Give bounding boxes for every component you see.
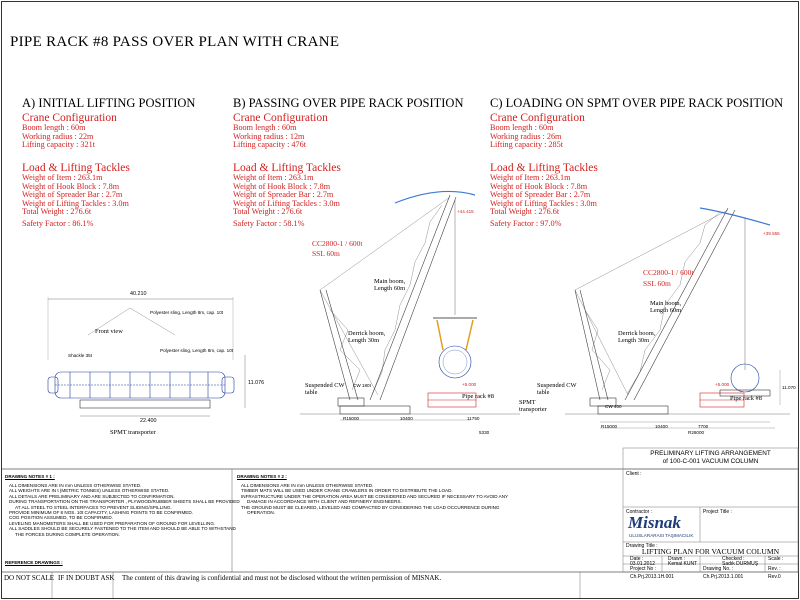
notes2-title: DRAWING NOTES # 2 : bbox=[237, 474, 287, 479]
notes2-list: ALL DIMENSIONS ARE IN mm UNLESS OTHERWIS… bbox=[241, 483, 509, 516]
section-a-load-title: Load & Lifting Tackles bbox=[22, 162, 130, 174]
cw-table-c: Suspended CW table bbox=[537, 382, 577, 396]
spmt-label-a: SPMT transporter bbox=[110, 429, 156, 436]
crane-model-c: CC2800-1 / 600t bbox=[643, 268, 694, 277]
drawn-value: Kemal KUNT bbox=[668, 561, 698, 567]
sling1-label: Polyester sling, Length 8m, cap. 10t bbox=[150, 310, 224, 315]
elev-rack-b: +5.000 bbox=[462, 382, 477, 387]
misnak-logo: Misnak bbox=[628, 513, 681, 532]
drawing-title-label: Drawing Title : bbox=[626, 543, 658, 549]
title-block-grid bbox=[622, 447, 799, 573]
ssl-b: SSL 60m bbox=[312, 249, 340, 258]
derrick-c: Derrick boom, Length 30m bbox=[618, 330, 656, 344]
checked-value: Sadık DURMUŞ bbox=[722, 561, 759, 567]
section-b-heading: B) PASSING OVER PIPE RACK POSITION bbox=[233, 96, 464, 110]
section-b-load-title: Load & Lifting Tackles bbox=[233, 162, 341, 174]
section-a-crane-title: Crane Configuration bbox=[22, 112, 117, 124]
contractor-label: Contractor : bbox=[626, 509, 653, 515]
front-view-label: Front view bbox=[95, 328, 123, 335]
dim-bottom-a: 22.400 bbox=[140, 418, 157, 424]
section-c-load-list: Weight of Item : 263.1m Weight of Hook B… bbox=[490, 173, 597, 217]
pipe-rack-c: Pipe rack #8 bbox=[730, 395, 762, 402]
r15000-b: R15000 bbox=[343, 416, 360, 421]
drawing-b-graphic bbox=[300, 190, 520, 421]
drawing-a-graphic bbox=[47, 297, 246, 417]
drawn-label: Drawn : bbox=[668, 556, 686, 562]
do-not-scale: DO NOT SCALE bbox=[4, 574, 55, 582]
cw-b: CW 180t bbox=[353, 383, 371, 388]
section-a-heading: A) INITIAL LIFTING POSITION bbox=[22, 96, 196, 110]
client-label: Client : bbox=[626, 471, 642, 477]
derrick-b: Derrick boom, Length 30m bbox=[348, 330, 386, 344]
misnak-logo-sub: ULUSLARARASI TAŞIMACILIK bbox=[629, 533, 694, 538]
spmt-b: SPMT transporter bbox=[519, 399, 547, 413]
section-b-load-list: Weight of Item : 263.1m Weight of Hook B… bbox=[233, 173, 340, 217]
project-title-label: Project Title : bbox=[703, 509, 732, 515]
section-b-crane-config: Boom length : 60m Working radius : 12m L… bbox=[233, 123, 306, 150]
shackle-label: Shackle 35t bbox=[68, 353, 93, 358]
drawing-c-graphic bbox=[565, 207, 790, 429]
section-a-load-list: Weight of Item : 263.1m Weight of Hook B… bbox=[22, 173, 129, 217]
elev-top-c: +39.555 bbox=[763, 231, 780, 236]
dim-side-a: 11.076 bbox=[248, 380, 265, 386]
dim-top-a: 40.210 bbox=[130, 291, 147, 297]
d11750-b: 11750 bbox=[467, 416, 480, 421]
notes1-list: ALL DIMENSIONS ARE IN mm UNLESS OTHERWIS… bbox=[9, 483, 240, 537]
section-a-safety: Safety Factor : 86.1% bbox=[22, 219, 94, 228]
rev-label: Rev. : bbox=[768, 566, 781, 572]
confidential-notice: The content of this drawing is confident… bbox=[122, 574, 442, 582]
crane-model-b: CC2800-1 / 600t bbox=[312, 239, 363, 248]
drawing-no-value: Ch.Prj.2013.1.001 bbox=[703, 574, 744, 580]
section-b-crane-title: Crane Configuration bbox=[233, 112, 328, 124]
sling2-label: Polyester sling, Length 8m, cap. 10t bbox=[160, 348, 234, 353]
r26000-c: R26000 bbox=[688, 430, 705, 435]
d11070-c: 11.070 bbox=[782, 385, 796, 390]
ssl-c: SSL 60m bbox=[643, 279, 671, 288]
section-c-load-title: Load & Lifting Tackles bbox=[490, 162, 598, 174]
section-a-crane-config: Boom length : 60m Working radius : 22m L… bbox=[22, 123, 95, 150]
project-no-label: Project No : bbox=[630, 566, 657, 572]
section-c-safety: Safety Factor : 97.0% bbox=[490, 219, 562, 228]
title-block-prelim: PRELIMINARY LIFTING ARRANGEMENT of 100-C… bbox=[650, 450, 771, 465]
drawing-title: LIFTING PLAN FOR VACUUM COLUMN bbox=[641, 547, 780, 556]
section-c-crane-config: Boom length : 60m Working radius : 26m L… bbox=[490, 123, 563, 150]
pipe-rack-b: Pipe rack #8 bbox=[462, 393, 494, 400]
footer-grid bbox=[51, 572, 581, 598]
d5330-b: 5330 bbox=[479, 430, 490, 435]
if-in-doubt: IF IN DOUBT ASK bbox=[58, 574, 115, 582]
reference-drawings: REFERENCE DRAWINGS : bbox=[5, 560, 63, 565]
scale-label: Scale : bbox=[768, 556, 784, 562]
notes1-title: DRAWING NOTES # 1 : bbox=[5, 474, 55, 479]
date-label: Date : bbox=[630, 556, 644, 562]
section-b-safety: Safety Factor : 58.1% bbox=[233, 219, 305, 228]
section-c-heading: C) LOADING ON SPMT OVER PIPE RACK POSITI… bbox=[490, 96, 784, 110]
date-value: 03.01.2012 bbox=[630, 561, 656, 567]
r15000-c: R15000 bbox=[601, 424, 618, 429]
drawing-no-label: Drawing No. : bbox=[703, 566, 734, 572]
project-no-value: Ch.Prj.2013.1H.001 bbox=[630, 574, 674, 580]
checked-label: Checked : bbox=[722, 556, 745, 562]
elev-top-b: +44.415 bbox=[457, 209, 474, 214]
d10400-b: 10400 bbox=[400, 416, 413, 421]
cw-table-b: Suspended CW table bbox=[305, 382, 345, 396]
rev-value: Rev.0 bbox=[768, 574, 781, 580]
d7700-c: 7700 bbox=[698, 424, 709, 429]
cw-c: CW 400 bbox=[605, 404, 622, 409]
main-boom-b: Main boom, Length 60m bbox=[374, 278, 406, 292]
main-boom-c: Main boom, Length 60m bbox=[650, 300, 682, 314]
elev-rack-c: +5.000 bbox=[715, 382, 730, 387]
page-title: PIPE RACK #8 PASS OVER PLAN WITH CRANE bbox=[10, 34, 340, 50]
section-c-crane-title: Crane Configuration bbox=[490, 112, 585, 124]
d10400-c: 10400 bbox=[655, 424, 668, 429]
